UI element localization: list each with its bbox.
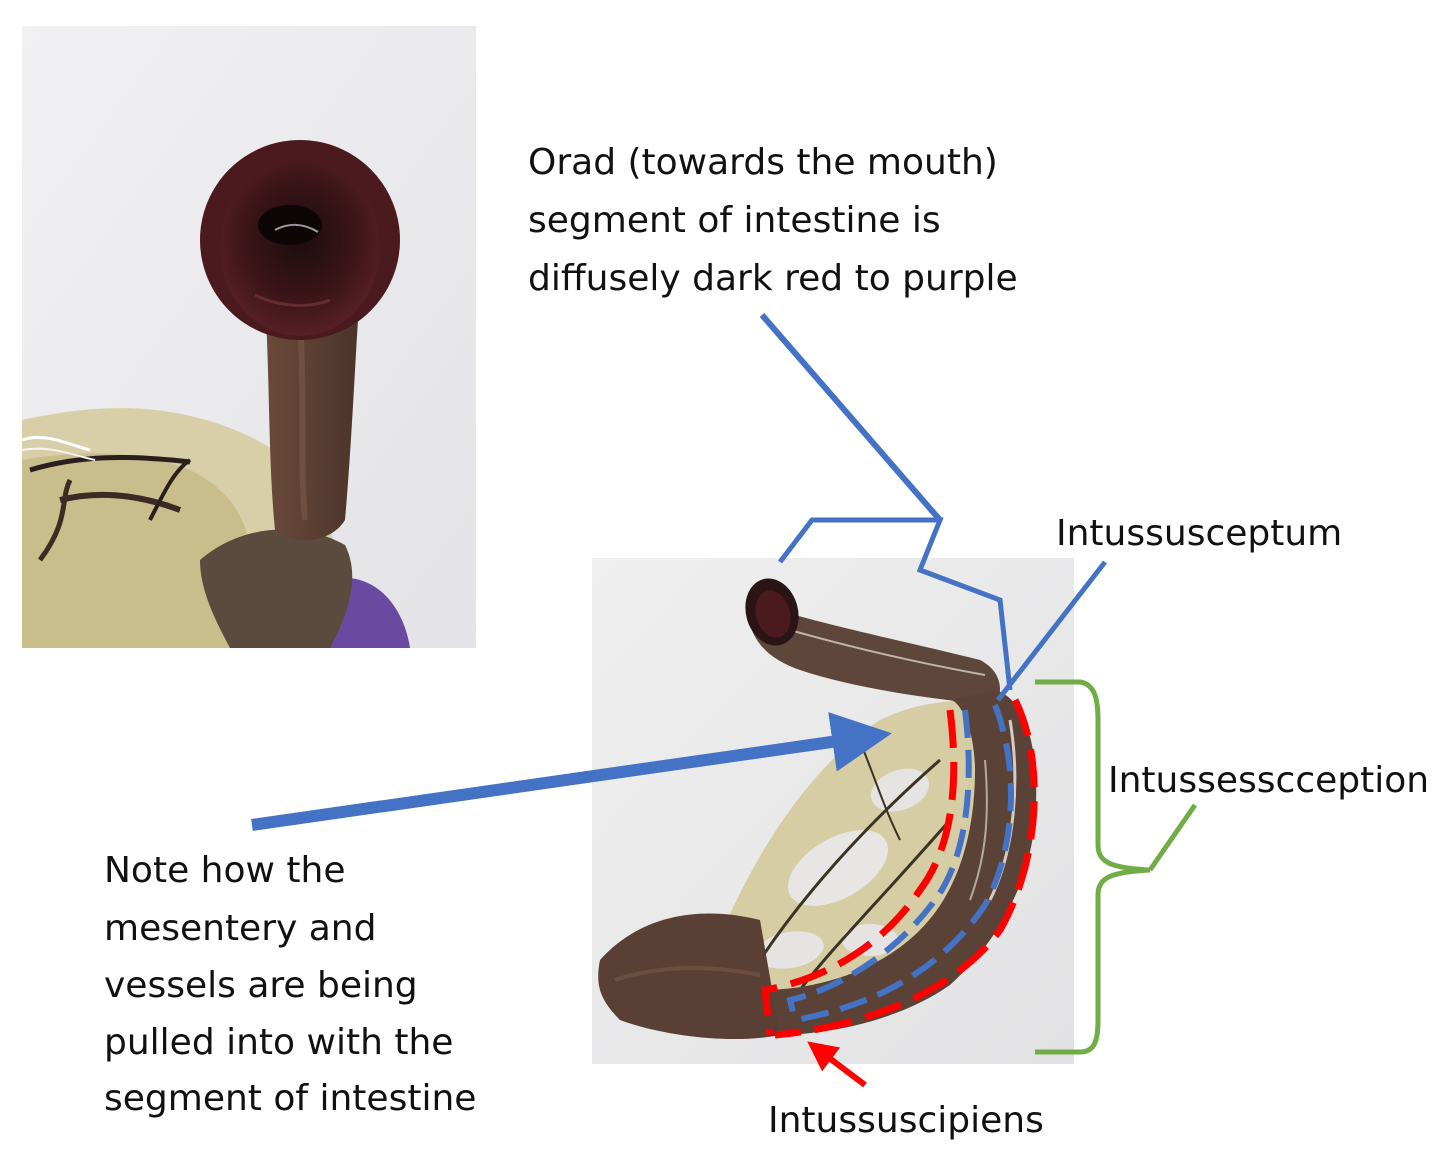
intussesception-pointer (1147, 803, 1198, 872)
note-label-line5: segment of intestine (104, 1078, 476, 1119)
photo-right (592, 558, 1074, 1064)
orad-label-line1: Orad (towards the mouth) (528, 142, 998, 183)
mesentery-arrow (251, 712, 892, 831)
note-label-line4: pulled into with the (104, 1022, 453, 1063)
intussuscipiens-label: Intussuscipiens (768, 1100, 1044, 1141)
intussusceptum-label: Intussusceptum (1056, 513, 1342, 554)
note-label-line3: vessels are being (104, 965, 418, 1006)
orad-pointer-line (759, 313, 943, 522)
intussuscipiens-arrow (807, 1041, 867, 1088)
orad-label-line3: diffusely dark red to purple (528, 258, 1018, 299)
orad-bracket (778, 517, 1013, 691)
note-label-line2: mesentery and (104, 908, 376, 949)
intussusceptum-pointer (996, 560, 1107, 702)
note-label-line1: Note how the (104, 850, 345, 891)
intussesception-label: Intussesscception (1108, 760, 1429, 801)
orad-label-line2: segment of intestine is (528, 200, 941, 241)
photo-left (21, 26, 476, 648)
